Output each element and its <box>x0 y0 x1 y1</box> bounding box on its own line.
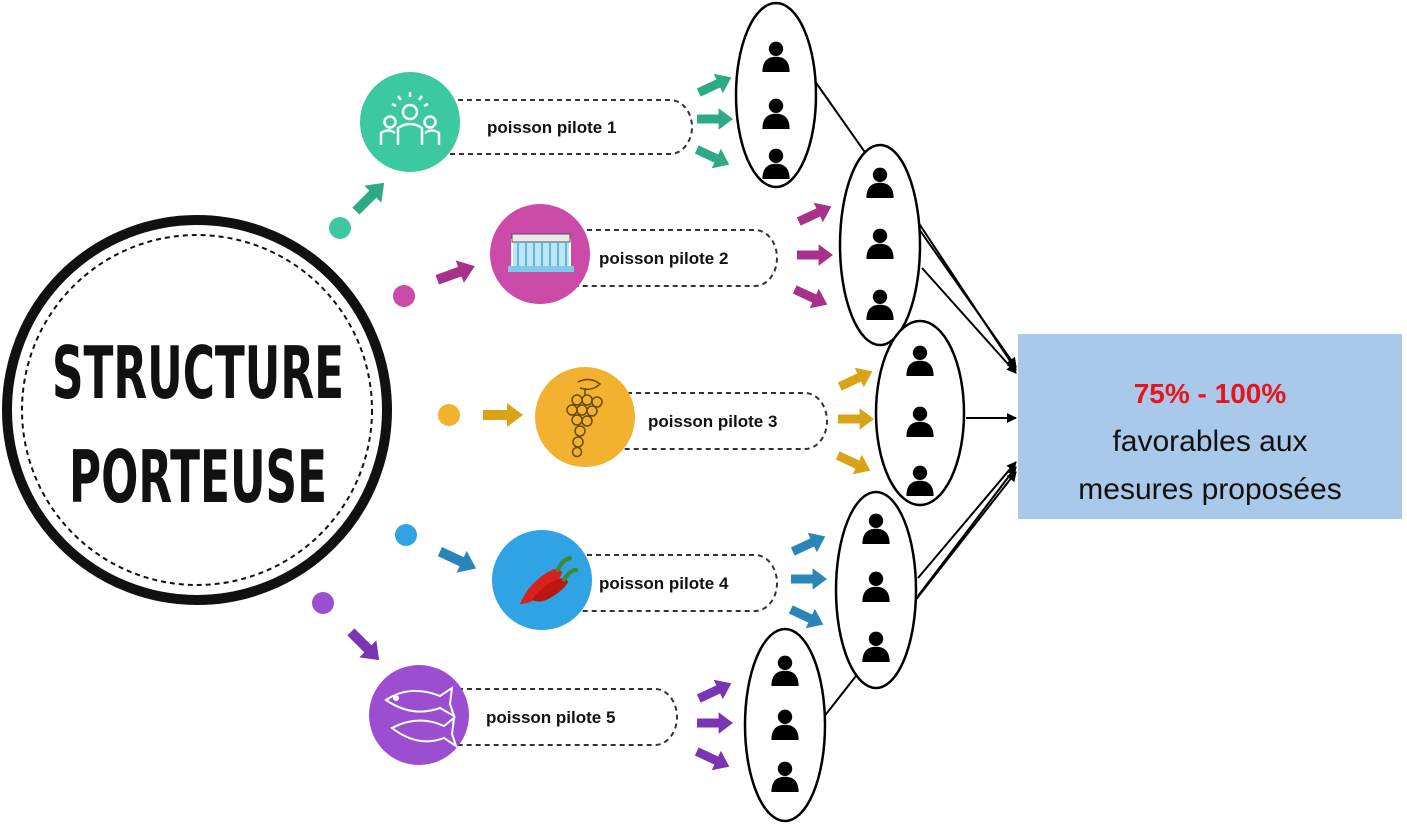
pilot-icon-circle <box>360 72 460 172</box>
pilot-branch-3: poisson pilote 3 <box>438 367 828 467</box>
fan-arrow <box>797 244 833 266</box>
pilot-branch-5: poisson pilote 5 <box>312 592 678 765</box>
dam-icon <box>508 233 574 272</box>
branch-arrow <box>434 540 482 580</box>
branch-dot <box>438 404 460 426</box>
branch-dot <box>395 524 417 546</box>
label-pill <box>440 688 678 746</box>
label-pill <box>560 554 778 612</box>
fan-arrow <box>697 108 733 130</box>
result-line2: mesures proposées <box>1078 473 1341 506</box>
connector-line <box>921 267 1017 374</box>
fan-arrow <box>838 408 874 430</box>
fan-arrow <box>692 139 734 175</box>
fan-arrow <box>790 279 832 315</box>
pilot-icon-circle <box>369 665 469 765</box>
fan-arrow <box>694 67 736 103</box>
branch-dot <box>312 592 334 614</box>
chili-pepper-icon <box>520 556 578 604</box>
result-box: 75% - 100% favorables aux mesures propos… <box>1018 334 1402 519</box>
fan-arrows-4 <box>786 526 830 635</box>
people-group-2 <box>838 143 922 347</box>
pilot-branch-4: poisson pilote 4 <box>395 524 778 630</box>
connector-line <box>917 221 1017 371</box>
pilot-branch-2: poisson pilote 2 <box>393 204 778 307</box>
pilot-branch-1: poisson pilote 1 <box>329 72 693 239</box>
branch-arrow <box>347 174 393 220</box>
branch-arrow <box>342 623 388 669</box>
result-percent: 75% - 100% <box>1134 378 1287 409</box>
fan-arrows-2 <box>790 196 836 315</box>
branch-dot <box>393 285 415 307</box>
people-group-1 <box>734 1 818 189</box>
fan-arrow <box>791 568 827 590</box>
inner-dashed-ring <box>21 234 373 586</box>
label-pill <box>600 392 828 450</box>
fan-arrows-3 <box>833 361 877 481</box>
branch-arrow <box>433 254 479 292</box>
result-line1: favorables aux <box>1112 425 1307 458</box>
fan-arrows-5 <box>692 673 736 777</box>
branch-dot <box>329 217 351 239</box>
fan-arrow <box>794 196 836 232</box>
fan-arrow <box>697 712 733 734</box>
grapes-icon <box>566 378 603 458</box>
fan-arrow <box>788 526 830 562</box>
fan-arrow <box>833 445 875 481</box>
result-box-bg <box>1018 334 1402 519</box>
connector-line <box>917 461 1017 579</box>
pilot-label: poisson pilote 3 <box>648 412 777 431</box>
people-group-3 <box>874 319 966 507</box>
fish-icon <box>384 685 458 749</box>
pilot-label: poisson pilote 2 <box>599 249 728 268</box>
branch-arrow <box>483 403 523 427</box>
pilot-label: poisson pilote 4 <box>599 574 729 593</box>
connector-lines <box>811 76 1017 719</box>
central-structure: STRUCTURE PORTEUSE <box>2 215 392 605</box>
connector-line <box>822 471 1017 719</box>
fan-arrow <box>694 673 736 709</box>
people-group-5 <box>743 627 827 823</box>
people-icon <box>379 92 441 145</box>
people-group-4 <box>834 490 918 690</box>
outer-ring <box>2 215 392 605</box>
fan-arrow <box>692 741 734 777</box>
center-title-line2: PORTEUSE <box>69 435 327 519</box>
label-pill <box>560 229 778 287</box>
center-title-line1: STRUCTURE <box>52 331 344 415</box>
pilot-label: poisson pilote 5 <box>486 708 615 727</box>
label-pill <box>440 99 693 155</box>
group-oval <box>734 1 818 189</box>
fan-arrows-1 <box>692 67 736 175</box>
pilot-label: poisson pilote 1 <box>487 118 616 137</box>
fan-arrow <box>835 361 877 397</box>
